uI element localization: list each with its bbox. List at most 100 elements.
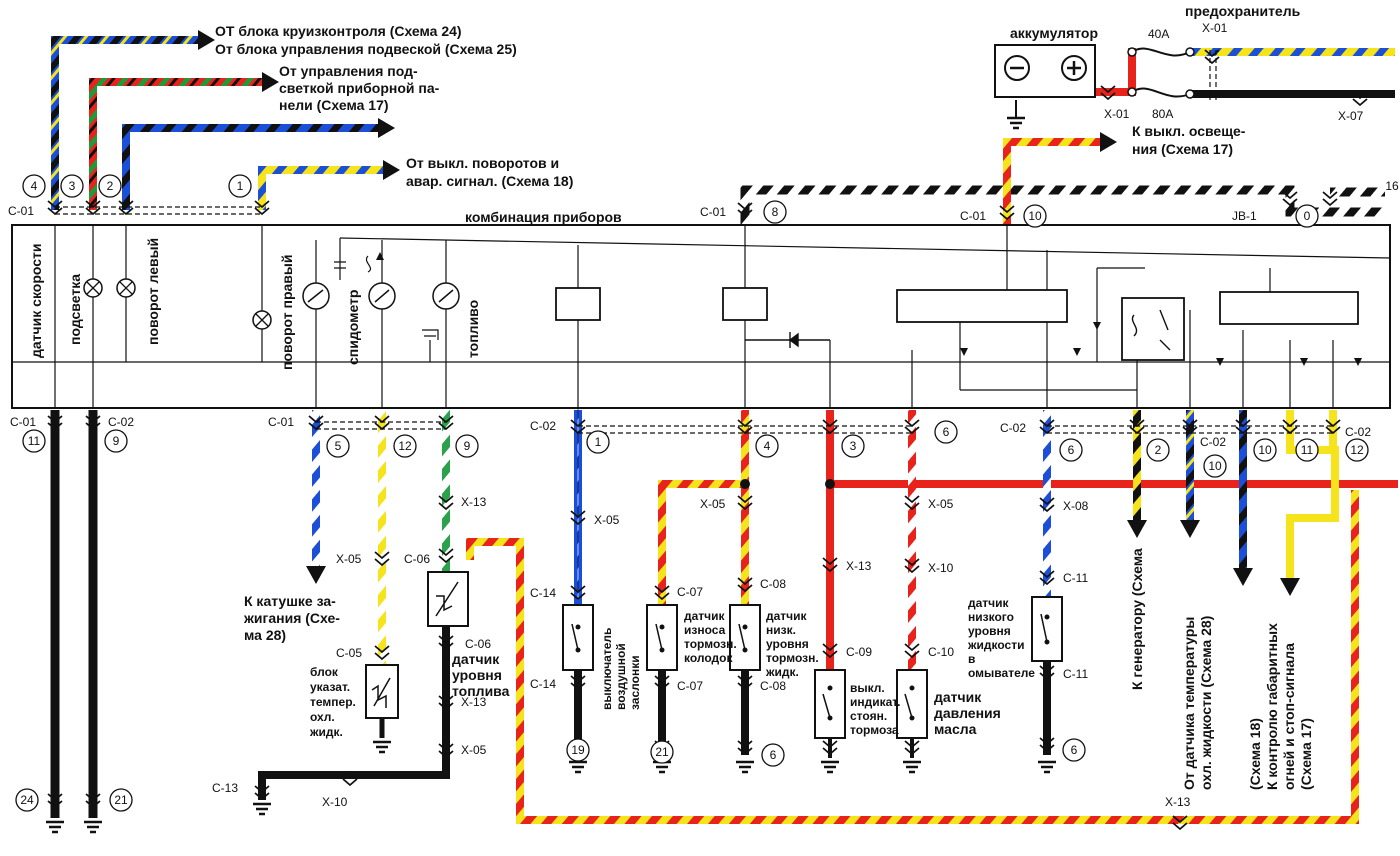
label-oil-pressure: масла <box>934 721 977 737</box>
label-brake-level: низк. <box>766 623 796 637</box>
connector-label: X-07 <box>1338 109 1364 123</box>
connector-label: C-14 <box>530 677 556 691</box>
label-brake-level: уровня <box>766 637 809 651</box>
wire-unnamed <box>122 124 380 210</box>
pin-label: 10 <box>1028 209 1042 223</box>
connector-label: C-14 <box>530 586 556 600</box>
ground-icon <box>82 820 104 834</box>
label-turn: авар. сигнал. (Схема 18) <box>406 173 573 189</box>
connector-label: X-05 <box>928 497 954 511</box>
diode-icon <box>376 252 384 260</box>
ground-icon <box>1036 760 1058 774</box>
label-turn-left: поворот левый <box>145 238 161 345</box>
connector-label: C-02 <box>108 415 134 429</box>
label-light-switch: ния (Схема 17) <box>1132 141 1233 157</box>
label-park-brake: тормоза <box>850 723 899 737</box>
connector-label: C-13 <box>212 781 238 795</box>
label-backlight: подсветка <box>67 274 83 345</box>
label-fuse-80a: 80A <box>1152 107 1173 121</box>
wire-tail-lamps <box>1286 410 1339 580</box>
arrow-head <box>1280 578 1300 596</box>
label-tail: К контролю габаритных <box>1264 623 1280 790</box>
gauge-icon <box>432 282 460 310</box>
label-pad-wear: тормозн. <box>684 637 737 651</box>
label-coolant: охл. жидкости (Схема 28) <box>1198 616 1214 790</box>
label-choke: воздушной <box>614 643 628 710</box>
ground-icon <box>44 820 66 834</box>
label-speedometer: спидометр <box>345 290 361 365</box>
label-brake-level: тормозн. <box>766 651 819 665</box>
pin-label: 6 <box>770 748 777 762</box>
label-temp-sender: жидк. <box>309 725 343 739</box>
arrow-head <box>262 72 279 92</box>
ground-icon <box>901 760 923 774</box>
connector-label: C-01 <box>268 415 294 429</box>
pin-label: 8 <box>772 205 779 219</box>
label-tail: (Схема 17) <box>1298 718 1314 790</box>
lamp-icon <box>252 310 272 330</box>
top-text: ОТ блока круизконтроля (Схема 24) От бло… <box>215 3 1301 225</box>
label-generator: К генератору (Схема <box>1129 548 1145 690</box>
diode-icon <box>960 348 968 356</box>
logic-module-box <box>896 289 1068 323</box>
label-tail: (Схема 18) <box>1247 718 1263 790</box>
wire-cruise <box>51 36 200 210</box>
label-turn-right: поворот правый <box>279 255 295 370</box>
diode-icon <box>745 332 830 348</box>
wire-dash-lighting <box>89 78 265 210</box>
pin-label: 4 <box>31 179 38 193</box>
label-washer-level: омывателе <box>968 666 1035 680</box>
capacitor-icon <box>334 238 346 280</box>
pin-label: 4 <box>764 439 771 453</box>
warning-module-box <box>555 287 601 321</box>
connector-label: C-06 <box>404 552 430 566</box>
pin-label: 10 <box>1258 443 1272 457</box>
label-dash: светкой приборной па- <box>279 80 440 96</box>
sensors <box>365 571 1063 739</box>
cluster-components <box>83 238 1362 391</box>
connector-label: C-01 <box>10 415 36 429</box>
pin-label: 2 <box>107 179 114 193</box>
label-washer-level: в <box>968 652 975 666</box>
temp-sender-icon <box>365 664 399 719</box>
brake-level-sensor-icon <box>729 604 761 671</box>
diode-icon <box>1300 358 1308 366</box>
connector-label: X-13 <box>846 559 872 573</box>
label-park-brake: индикат. <box>850 695 900 709</box>
ground-icon <box>819 760 841 774</box>
label-ignition: жигания (Схе- <box>243 610 340 626</box>
pin-label: 21 <box>655 745 669 759</box>
label-fuse-40a: 40A <box>1148 27 1169 41</box>
wire-pad-wear <box>658 480 745 605</box>
label-oil-pressure: датчик <box>934 689 982 705</box>
label-fuel: топливо <box>465 300 481 358</box>
connector-label: C-02 <box>530 419 556 433</box>
arrow-head <box>1100 132 1117 152</box>
connector-label: C-02 <box>1000 421 1026 435</box>
label-light-switch: К выкл. освеще- <box>1132 123 1246 139</box>
label-suspension: От блока управления подвеской (Схема 25) <box>215 41 517 57</box>
connector-label: X-13 <box>1165 795 1191 809</box>
connector-label: C-07 <box>677 679 703 693</box>
arrow-head <box>198 30 215 50</box>
wire-ground-jb <box>740 185 1385 225</box>
connector-label: C-11 <box>1063 571 1088 585</box>
label-dash: нели (Схема 17) <box>279 97 389 113</box>
pin-label: 19 <box>571 743 585 757</box>
wire-turn-signal <box>258 166 385 210</box>
connector-label: C-10 <box>928 645 954 659</box>
connector-label: C-08 <box>760 577 786 591</box>
connector-marks <box>47 49 1368 830</box>
pin-label: 24 <box>20 793 34 807</box>
washer-level-sensor-icon <box>1031 596 1063 662</box>
connector-dashes <box>55 50 1333 434</box>
connector-label: X-13 <box>461 695 487 709</box>
label-cruise: ОТ блока круизконтроля (Схема 24) <box>215 23 462 39</box>
connector-label: X-05 <box>461 743 487 757</box>
arrow-head <box>383 160 400 180</box>
arrow-head <box>1180 520 1200 538</box>
coil-icon <box>365 255 372 273</box>
arrow-head <box>1127 520 1147 538</box>
battery-icon <box>994 44 1096 98</box>
